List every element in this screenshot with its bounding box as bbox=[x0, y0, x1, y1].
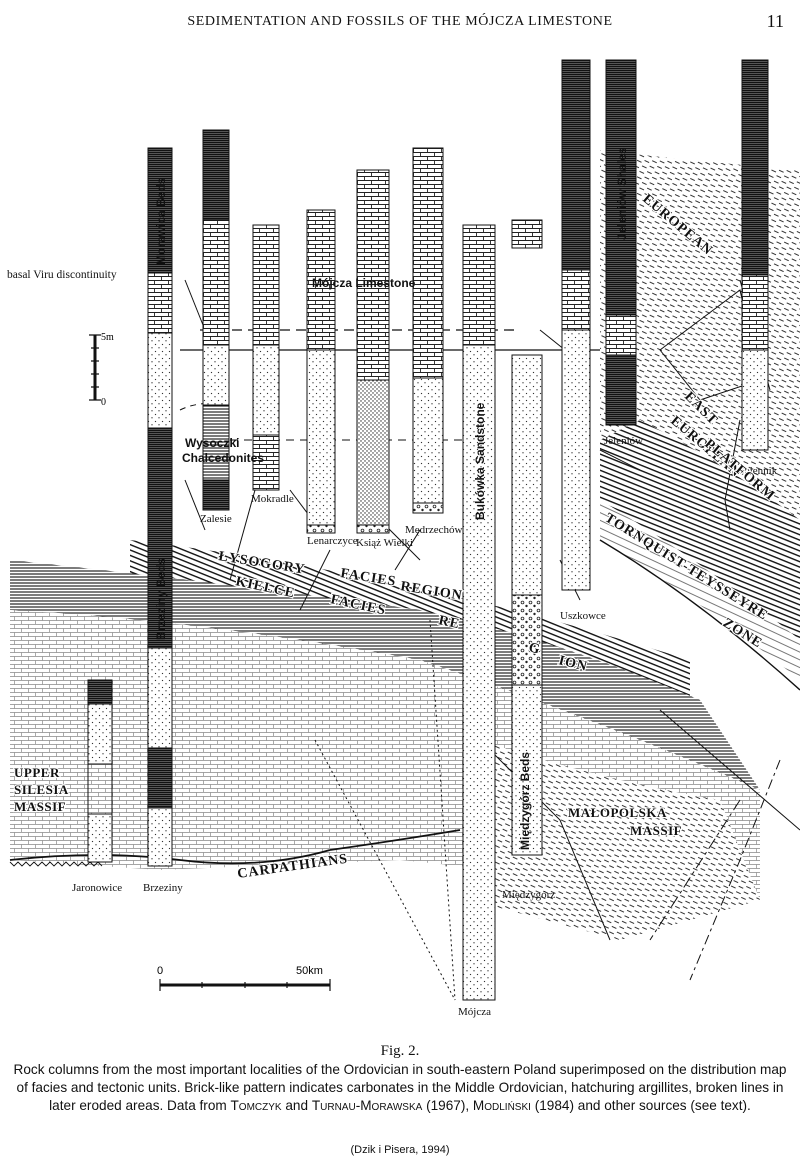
label-mojcza-limestone: Mójcza Limestone bbox=[312, 276, 416, 290]
tornquist-belt bbox=[600, 420, 800, 640]
region-upper: UPPER bbox=[14, 765, 60, 780]
figure-map: 5m 0 0 50km Morawica Beds Brzeziny Beds … bbox=[7, 59, 800, 1018]
vertical-scale-bottom-label: 0 bbox=[101, 397, 106, 408]
rock-column-lopiennik bbox=[741, 59, 769, 451]
locality-brzeziny: Brzeziny bbox=[143, 882, 183, 894]
rock-column-uszkowce bbox=[561, 59, 591, 591]
rock-column-mokradle bbox=[252, 224, 280, 491]
locality-medrzechow: Mędrzechów bbox=[405, 524, 462, 536]
rock-column-medrzechow bbox=[412, 147, 444, 514]
label-miedzygorz-beds: Międzygórz Beds bbox=[518, 752, 532, 850]
locality-uszkowce: Uszkowce bbox=[560, 610, 606, 622]
tornquist-belt-lower bbox=[600, 500, 800, 680]
label-wysoczki-line-1: Wysoczki bbox=[185, 436, 239, 450]
locality-ksiaz-wielki: Książ Wielki bbox=[356, 537, 413, 549]
rock-column-ksiaz-wielki bbox=[356, 169, 390, 534]
locality-mokradle: Mokradle bbox=[251, 493, 294, 505]
locality-jaronowice: Jaronowice bbox=[72, 882, 122, 894]
label-brzeziny-beds: Brzeziny Beds bbox=[154, 558, 168, 640]
locality-labels: Jaronowice Brzeziny Zalesie Mokradle Len… bbox=[72, 435, 778, 1018]
kielce-region bbox=[10, 560, 760, 790]
rock-column-brzeziny-tall bbox=[147, 147, 173, 867]
map-lines bbox=[9, 279, 800, 1001]
rock-column-miedzygorz bbox=[511, 219, 543, 856]
locality-lopiennik: Łopiennik bbox=[732, 465, 778, 477]
region-silesia: SILESIA bbox=[14, 782, 69, 797]
label-basal-viru: basal Viru discontinuity bbox=[7, 269, 117, 281]
vertical-scale-top-label: 5m bbox=[101, 332, 114, 343]
label-morawica-beds: Morawica Beds bbox=[154, 177, 168, 265]
figure-label: Fig. 2. bbox=[380, 1043, 420, 1059]
label-bukowka-sandstone: Bukówka Sandstone bbox=[473, 402, 487, 520]
region-massif: MASSIF bbox=[14, 799, 66, 814]
caption-author-modlinski: Modliński bbox=[472, 1098, 531, 1113]
region-malopolska: MAŁOPOLSKA bbox=[568, 805, 667, 820]
map-scale-end-label: 50km bbox=[296, 965, 323, 977]
map-scale-start-label: 0 bbox=[157, 965, 163, 977]
locality-zalesie: Zalesie bbox=[200, 513, 232, 525]
label-wysoczki-line-2: Chalcedonites bbox=[182, 451, 264, 465]
figure-caption: Rock columns from the most important loc… bbox=[8, 1061, 792, 1115]
region-re: RE bbox=[437, 613, 461, 632]
map-scale: 0 50km bbox=[157, 965, 331, 991]
label-jeleniow-shales: Jeleniów Shales bbox=[615, 147, 629, 240]
rock-column-zalesie bbox=[202, 129, 230, 511]
caption-text-2: (1967), bbox=[422, 1098, 473, 1113]
locality-jeleniow: Jeleniów bbox=[604, 435, 643, 447]
rock-column-jaronowice bbox=[87, 679, 113, 863]
region-g: G bbox=[527, 640, 541, 657]
caption-text-3: (1984) and other sources (see text). bbox=[530, 1098, 751, 1113]
locality-mojcza: Mójcza bbox=[458, 1006, 491, 1018]
rock-column-lenarczyce bbox=[306, 209, 336, 534]
rock-column-mojcza bbox=[462, 224, 496, 1001]
locality-lenarczyce: Lenarczyce bbox=[307, 535, 358, 547]
locality-miedzygorz: Międzygórz bbox=[502, 889, 555, 901]
caption-author-turnau-morawska: Turnau-Morawska bbox=[311, 1098, 423, 1113]
caption-author-tomczyk: Tomczyk bbox=[230, 1098, 282, 1113]
running-title: SEDIMENTATION AND FOSSILS OF THE MÓJCZA … bbox=[187, 14, 613, 29]
credit-line: (Dzik i Pisera, 1994) bbox=[350, 1144, 450, 1156]
caption-text-1: Rock columns from the most important loc… bbox=[13, 1062, 787, 1113]
rock-column-jeleniow bbox=[605, 59, 637, 426]
rock-columns bbox=[87, 59, 769, 1001]
page-number: 11 bbox=[766, 11, 784, 31]
column-labels: Morawica Beds Brzeziny Beds Jeleniów Sha… bbox=[7, 147, 629, 850]
vertical-scale: 5m 0 bbox=[89, 332, 114, 408]
caption-and: and bbox=[281, 1098, 312, 1113]
region-massif-2: MASSIF bbox=[630, 823, 682, 838]
